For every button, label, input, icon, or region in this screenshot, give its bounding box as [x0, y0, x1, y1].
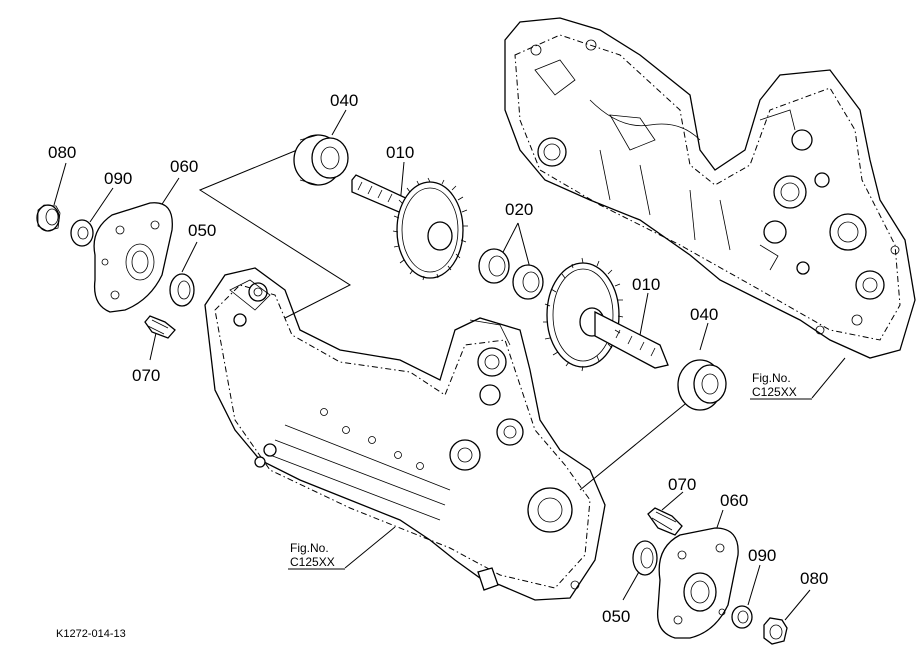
bolt-070-right	[647, 507, 683, 536]
fig-ref-line2: C125XX	[752, 385, 797, 399]
part-number-label: 070	[668, 475, 696, 494]
nut-080-left	[36, 204, 61, 232]
figure-reference-right: Fig.No. C125XX	[750, 371, 812, 400]
part-number-label: 090	[748, 546, 776, 565]
gear-shaft-010-top	[351, 174, 468, 281]
part-number-label: 090	[104, 169, 132, 188]
transmission-case-right	[504, 17, 916, 359]
axle-housing-center	[204, 267, 606, 601]
fig-ref-line2: C125XX	[290, 555, 335, 569]
bearing-040-right	[677, 359, 727, 411]
part-number-label: 040	[330, 91, 358, 110]
part-number-label: 050	[188, 221, 216, 240]
part-number-label: 010	[632, 275, 660, 294]
part-number-label: 060	[720, 491, 748, 510]
part-number-label: 040	[690, 305, 718, 324]
fig-ref-line1: Fig.No.	[752, 371, 791, 385]
part-number-label: 020	[505, 200, 533, 219]
oil-seal-050-left	[169, 273, 195, 307]
gear-shaft-010-right	[543, 257, 669, 372]
bearing-020-b	[512, 264, 544, 300]
figure-reference-left: Fig.No. C125XX	[288, 541, 345, 570]
drawing-code: K1272-014-13	[56, 628, 126, 640]
fig-ref-line1: Fig.No.	[290, 541, 329, 555]
bolt-070-left	[144, 315, 176, 339]
nut-080-right	[763, 617, 788, 645]
washer-090-right	[731, 605, 753, 629]
part-number-label: 060	[170, 157, 198, 176]
part-number-label: 010	[386, 143, 414, 162]
oil-seal-050-right	[632, 540, 658, 576]
hub-flange-060-right	[656, 527, 739, 639]
part-number-label: 070	[132, 366, 160, 385]
bearing-040-top	[293, 134, 349, 186]
part-number-label: 080	[800, 569, 828, 588]
washer-090-left	[70, 219, 94, 247]
bearing-020-a	[478, 248, 510, 284]
hub-flange-060-left	[93, 202, 173, 313]
part-number-label: 050	[602, 607, 630, 626]
part-number-label: 080	[48, 143, 76, 162]
